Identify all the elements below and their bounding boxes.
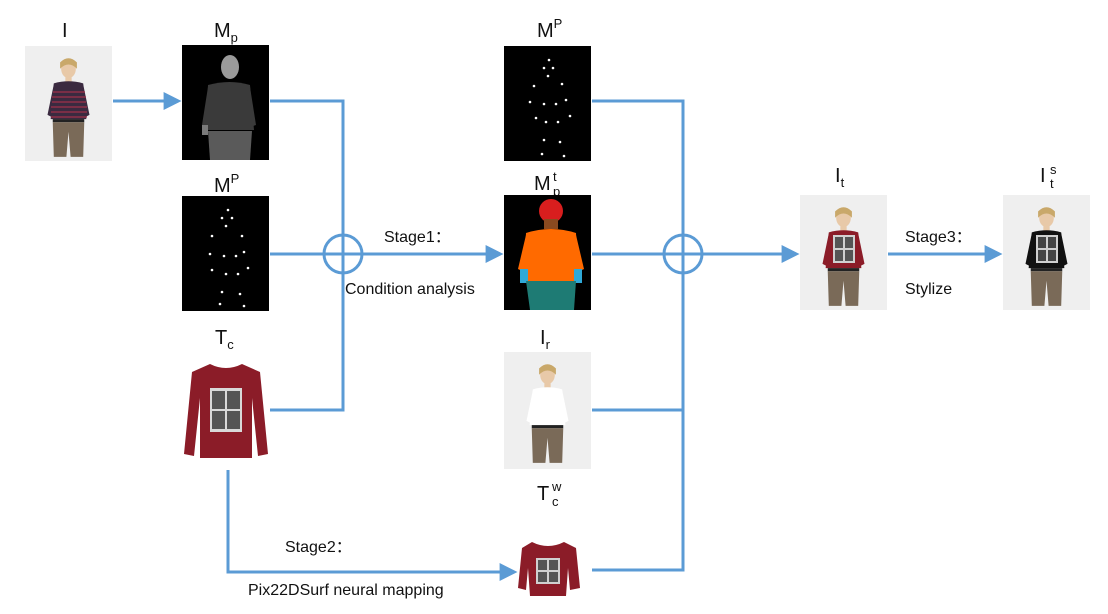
label-warped-clothes: T w c <box>537 479 562 509</box>
label-reference-person: Ir <box>540 327 551 352</box>
pose-keypoints-top-image <box>504 46 591 161</box>
svg-text:M: M <box>534 173 551 195</box>
stage2-title: Stage2： <box>285 539 352 556</box>
line-parsing-to-junction1 <box>270 99 345 235</box>
svg-text:w: w <box>551 479 562 494</box>
stage1-desc: Condition analysis <box>345 281 475 298</box>
result-image <box>800 195 887 310</box>
svg-text:I: I <box>1040 165 1046 187</box>
warped-clothes-image <box>518 542 580 596</box>
label-pose-top: MP <box>537 16 562 42</box>
label-target-clothes: Tc <box>215 327 234 352</box>
line-clothes-to-junction1 <box>270 273 345 412</box>
label-input-person: I <box>62 20 68 42</box>
stylized-result-image <box>1003 195 1090 310</box>
svg-text:t: t <box>1050 176 1054 191</box>
line-pose-top-to-junction2 <box>592 99 685 235</box>
line-warped-to-junction2 <box>592 410 685 572</box>
label-result: It <box>835 165 845 190</box>
arrow-clothes-to-warped <box>226 470 518 581</box>
svg-text:I: I <box>62 20 68 42</box>
svg-text:Ir: Ir <box>540 327 551 352</box>
line-reference-to-junction2 <box>592 273 685 412</box>
svg-text:p: p <box>553 184 560 199</box>
svg-text:c: c <box>552 494 559 509</box>
stage3-title: Stage3： <box>905 229 972 246</box>
svg-text:s: s <box>1050 162 1057 177</box>
label-mask-parsing: Mp <box>214 20 238 45</box>
label-pose-left: MP <box>214 171 239 197</box>
flow-arrows <box>113 92 1003 581</box>
junction-1-icon <box>322 233 364 275</box>
label-stylized-result: I s t <box>1040 162 1057 191</box>
label-target-parsing: M t p <box>534 169 560 199</box>
input-person-image <box>25 46 112 161</box>
pose-keypoints-left-image <box>182 196 269 311</box>
svg-text:t: t <box>553 169 557 184</box>
target-clothes-image <box>184 364 268 458</box>
svg-text:Tc: Tc <box>215 327 234 352</box>
svg-text:MP: MP <box>537 16 562 42</box>
stage2-desc: Pix22DSurf neural mapping <box>248 582 444 599</box>
svg-text:It: It <box>835 165 845 190</box>
mask-parsing-image <box>182 45 269 160</box>
svg-text:Mp: Mp <box>214 20 238 45</box>
svg-text:T: T <box>537 483 549 505</box>
stage3-desc: Stylize <box>905 281 952 298</box>
junction-2-icon <box>662 233 704 275</box>
target-parsing-image <box>504 195 591 310</box>
stage1-title: Stage1： <box>384 229 451 246</box>
svg-text:MP: MP <box>214 171 239 197</box>
reference-person-image <box>504 352 591 469</box>
